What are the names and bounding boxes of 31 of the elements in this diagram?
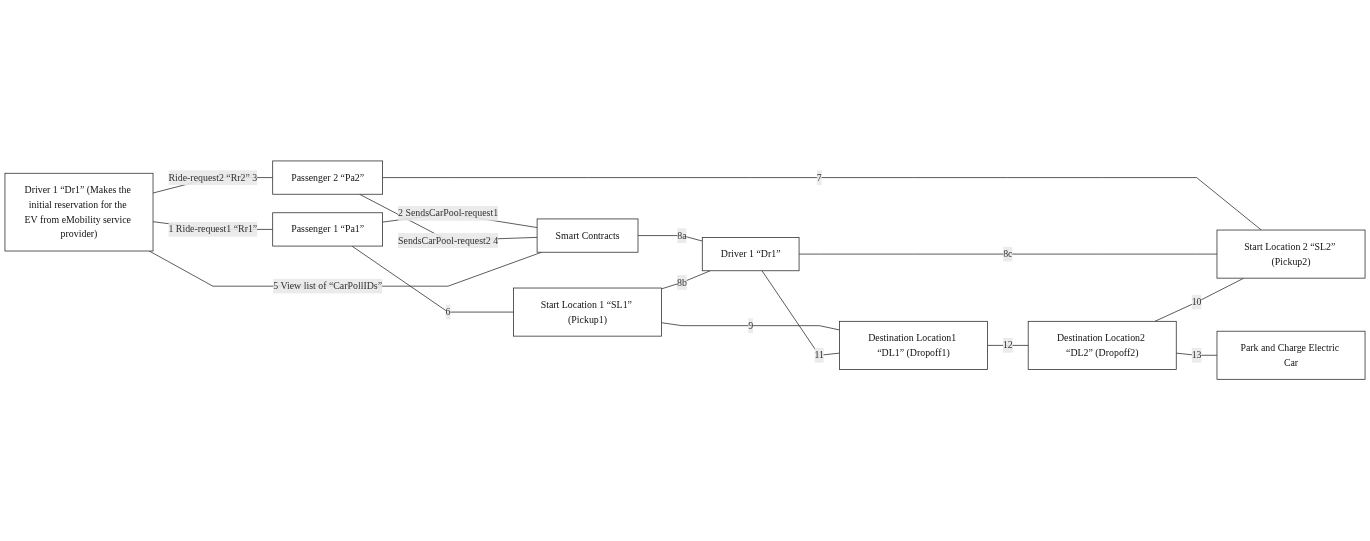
edge-label: 12 [1002, 340, 1013, 351]
edge-label: 13 [1191, 350, 1202, 361]
edge-label: 5 View list of “CarPollIDs” [273, 280, 383, 292]
node-box: Driver 1 “Dr1” (Makes the initial reservation for the EV from eMobility service provider) [4, 173, 154, 252]
node-box: Start Location 1 “SL1” (Pickup1) [513, 288, 662, 337]
connector [351, 246, 514, 313]
node-box: Destination Location1 “DL1” (Dropoff1) [839, 321, 988, 371]
edge-label: 11 [814, 350, 824, 361]
edge-label: 8c [1003, 248, 1013, 260]
connector [798, 254, 1218, 255]
edge-label: 10 [1191, 297, 1202, 308]
node-box: Start Location 2 “SL2” (Pickup2) [1216, 230, 1366, 279]
edge-label: 7 [816, 172, 822, 183]
connector [761, 270, 840, 357]
node-box: Smart Contracts [536, 218, 639, 253]
connector [987, 345, 1029, 347]
edge-label: 9 [748, 320, 754, 331]
edge-label: 8a [677, 230, 687, 241]
edge-label: 8b [677, 277, 687, 288]
connector [661, 322, 840, 331]
edge-label: SendsCarPool-request2 4 [398, 235, 499, 246]
node-box: Destination Location2 “DL2” (Dropoff2) [1027, 321, 1177, 371]
node-box: Passenger 1 “Pa1” [272, 212, 383, 247]
connector [637, 235, 703, 242]
edge-label: 1 Ride-request1 “Rr1” [168, 224, 258, 235]
edge-label: Ride-request2 “Rr2” 3 [168, 172, 258, 183]
node-box: Passenger 2 “Pa2” [272, 160, 383, 195]
node-box: Park and Charge Electric Car [1216, 331, 1366, 381]
node-box: Driver 1 “Dr1” [701, 237, 800, 272]
edge-label: 6 [445, 306, 451, 318]
edge-label: 2 SendsCarPool-request1 [398, 208, 499, 219]
